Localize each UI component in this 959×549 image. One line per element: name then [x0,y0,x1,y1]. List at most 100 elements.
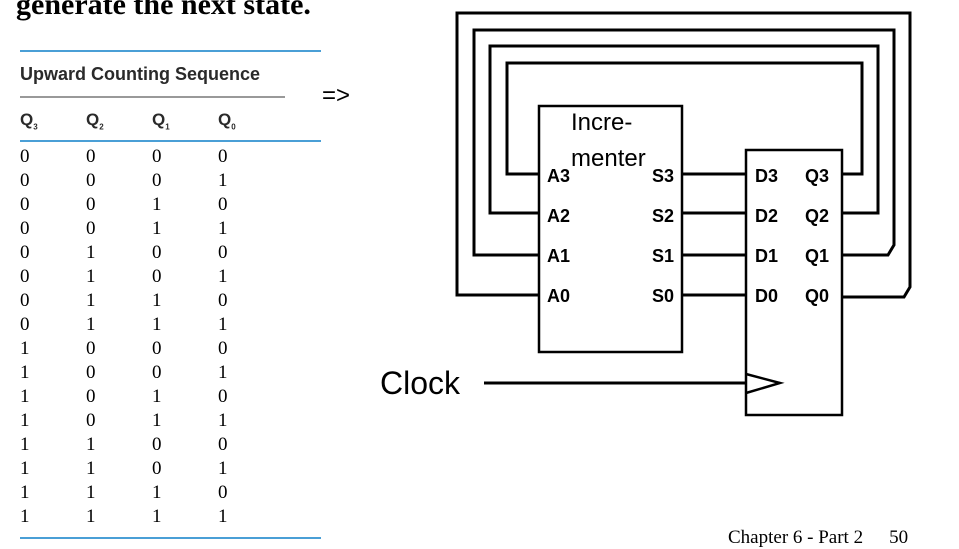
column-header-q2: Q2 [86,110,104,132]
table-cell-q1: 0 [152,242,162,263]
slide-heading: generate the next state. [16,0,311,21]
table-cell-q0: 0 [218,194,228,215]
clock-triangle [745,372,785,395]
table-cell-q2: 0 [86,146,96,167]
table-cell-q1: 1 [152,386,162,407]
register-output-q0: Q0 [805,286,829,306]
table-cell-q1: 0 [152,266,162,287]
table-bottom-rule [20,537,321,539]
table-cell-q2: 1 [86,266,96,287]
table-cell-q2: 0 [86,410,96,431]
table-cell-q3: 1 [20,482,30,503]
table-row: 1 1 0 0 [20,434,280,458]
table-cell-q2: 1 [86,314,96,335]
table-cell-q3: 1 [20,338,30,359]
register-input-d1: D1 [755,246,778,266]
table-cell-q1: 1 [152,482,162,503]
page-number: 50 [889,527,909,548]
table-cell-q0: 1 [218,266,228,287]
table-cell-q0: 1 [218,506,228,527]
table-cell-q3: 0 [20,290,30,311]
incrementer-input-a1: A1 [547,246,570,266]
table-cell-q0: 0 [218,482,228,503]
table-cell-q0: 1 [218,314,228,335]
table-cell-q3: 0 [20,194,30,215]
incrementer-block [537,104,684,354]
table-cell-q0: 1 [218,458,228,479]
incrementer-label-line2: menter [571,145,646,172]
table-cell-q1: 1 [152,194,162,215]
table-cell-q1: 0 [152,338,162,359]
feedback-wires [455,11,912,299]
implies-arrow: => [322,82,351,109]
register-input-d2: D2 [755,206,778,226]
column-header-q0: Q0 [218,110,236,132]
table-cell-q3: 0 [20,266,30,287]
table-cell-q2: 0 [86,218,96,239]
clock-label: Clock [380,365,461,401]
table-title: Upward Counting Sequence [20,64,261,84]
incrementer-label-line1: Incre- [571,109,632,136]
table-cell-q2: 1 [86,482,96,503]
table-cell-q2: 1 [86,458,96,479]
register-output-q3: Q3 [805,166,829,186]
table-row: 0 0 1 0 [20,194,280,218]
table-cell-q1: 1 [152,506,162,527]
table-cell-q3: 1 [20,458,30,479]
table-cell-q0: 0 [218,434,228,455]
register-block [744,148,844,417]
table-cell-q2: 0 [86,386,96,407]
table-cell-q1: 0 [152,362,162,383]
wire-q1-to-a1 [472,28,896,257]
table-cell-q0: 0 [218,338,228,359]
table-cell-q1: 1 [152,410,162,431]
table-cell-q3: 1 [20,362,30,383]
table-cell-q2: 0 [86,338,96,359]
table-cell-q1: 1 [152,290,162,311]
register-output-q2: Q2 [805,206,829,226]
table-cell-q0: 1 [218,410,228,431]
table-cell-q3: 1 [20,386,30,407]
table-header-rule [20,140,321,142]
table-cell-q1: 0 [152,458,162,479]
incrementer-input-a3: A3 [547,166,570,186]
incrementer-output-s3: S3 [652,166,674,186]
register-output-q1: Q1 [805,246,829,266]
table-cell-q2: 1 [86,290,96,311]
table-row: 0 1 0 1 [20,266,280,290]
table-cell-q0: 1 [218,170,228,191]
register-input-d0: D0 [755,286,778,306]
table-cell-q3: 1 [20,506,30,527]
table-cell-q2: 0 [86,194,96,215]
table-cell-q2: 0 [86,170,96,191]
table-cell-q1: 1 [152,314,162,335]
table-row: 1 1 0 1 [20,458,280,482]
incrementer-input-a2: A2 [547,206,570,226]
table-cell-q2: 1 [86,242,96,263]
table-cell-q3: 0 [20,146,30,167]
wire-q2-to-a2 [488,44,880,215]
table-row: 0 1 1 1 [20,314,280,338]
table-cell-q0: 1 [218,218,228,239]
table-cell-q1: 0 [152,170,162,191]
wire-q3-to-a3 [505,61,864,176]
table-cell-q0: 1 [218,362,228,383]
column-header-q3: Q3 [20,110,38,132]
table-cell-q2: 1 [86,434,96,455]
table-cell-q3: 1 [20,434,30,455]
table-cell-q2: 1 [86,506,96,527]
table-cell-q1: 0 [152,434,162,455]
incrementer-input-a0: A0 [547,286,570,306]
table-cell-q0: 0 [218,242,228,263]
column-header-q1: Q1 [152,110,170,132]
table-cell-q3: 0 [20,314,30,335]
